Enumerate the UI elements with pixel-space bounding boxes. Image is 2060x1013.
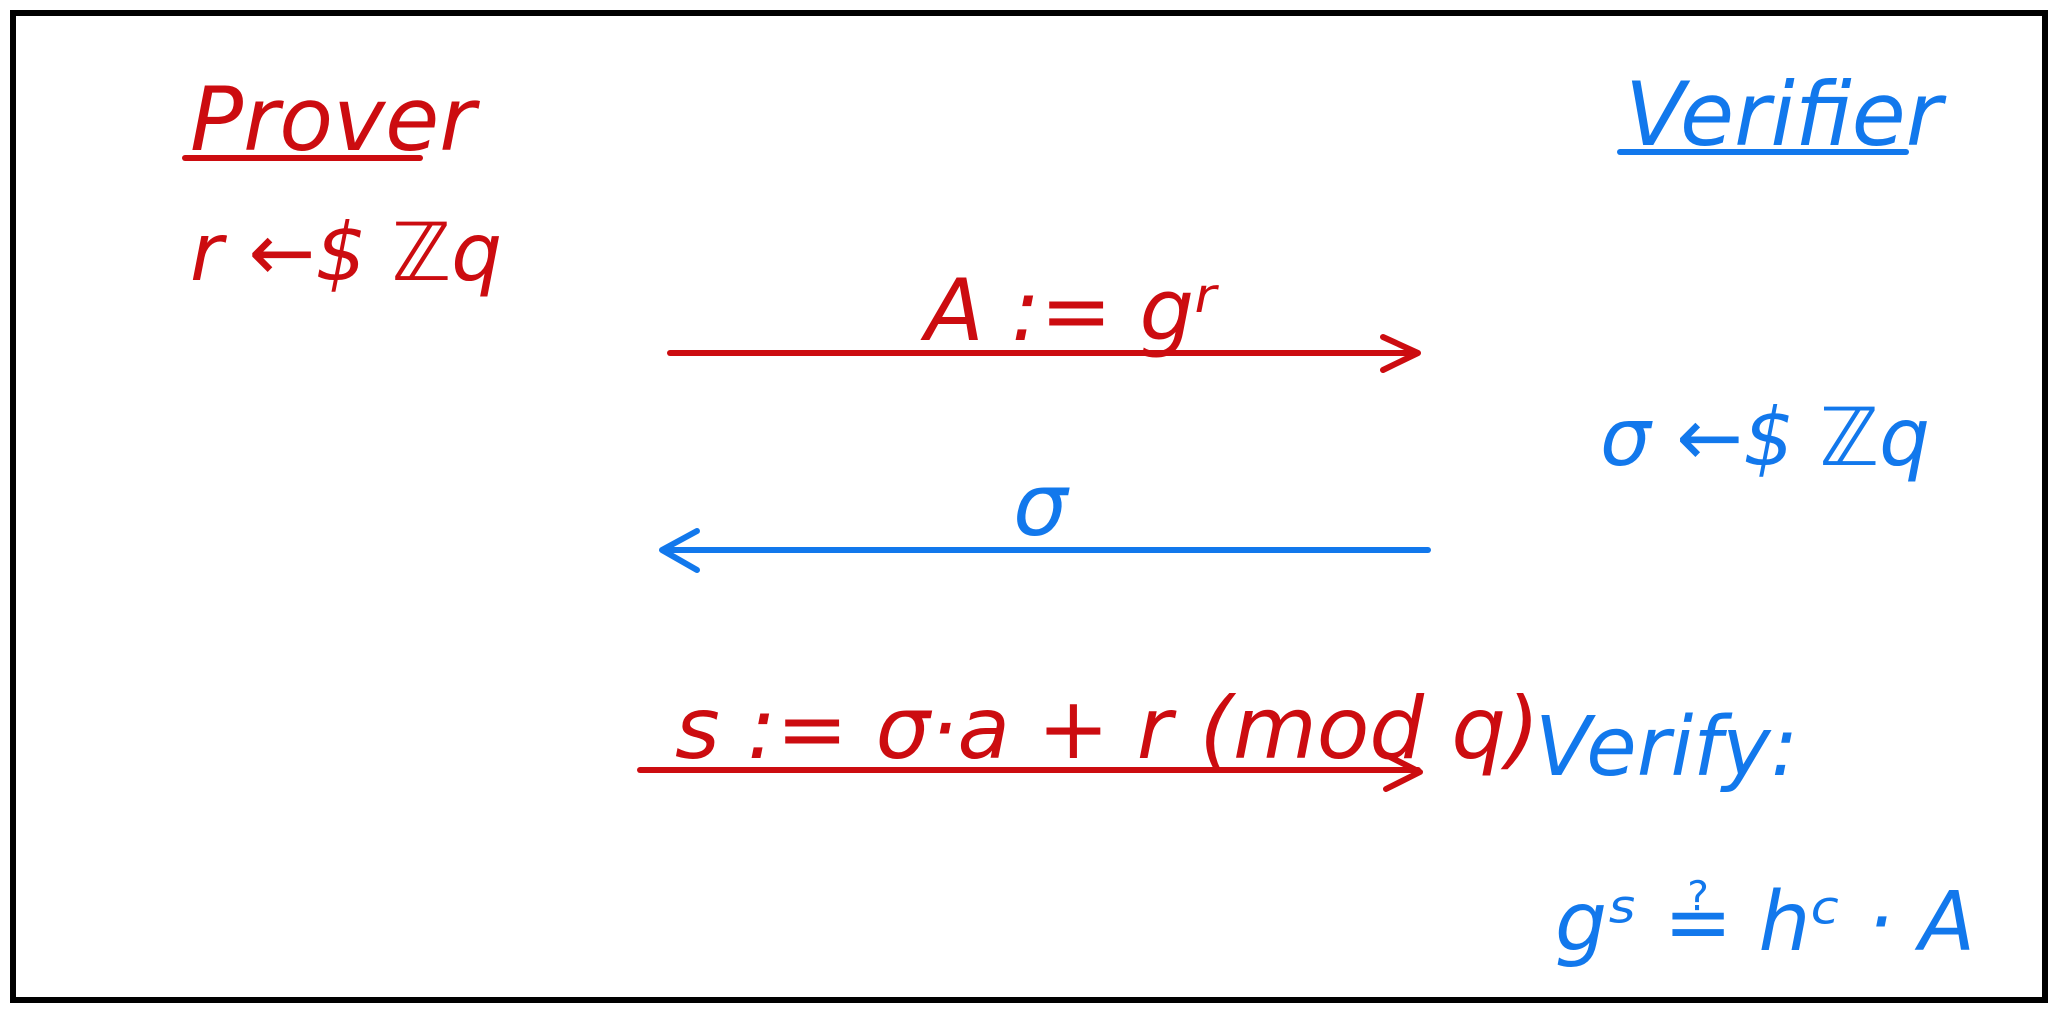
verifier-sample: σ ←$ ℤq: [1600, 391, 1930, 484]
verifier-title: Verifier: [1625, 63, 1947, 166]
whiteboard-frame: [10, 10, 2048, 1003]
verify-label: Verify:: [1535, 700, 1798, 795]
challenge-message-label: σ: [1013, 456, 1070, 556]
prover-sample: r ←$ ℤq: [190, 206, 502, 299]
prover-title: Prover: [190, 68, 480, 171]
verify-equation: gˢ ≟ hᶜ · A: [1555, 875, 1975, 970]
challenge-arrow: [659, 528, 1431, 573]
commit-message-label: A := gʳ: [920, 261, 1219, 361]
response-arrow: [637, 752, 1423, 792]
commit-arrow: [667, 334, 1421, 373]
